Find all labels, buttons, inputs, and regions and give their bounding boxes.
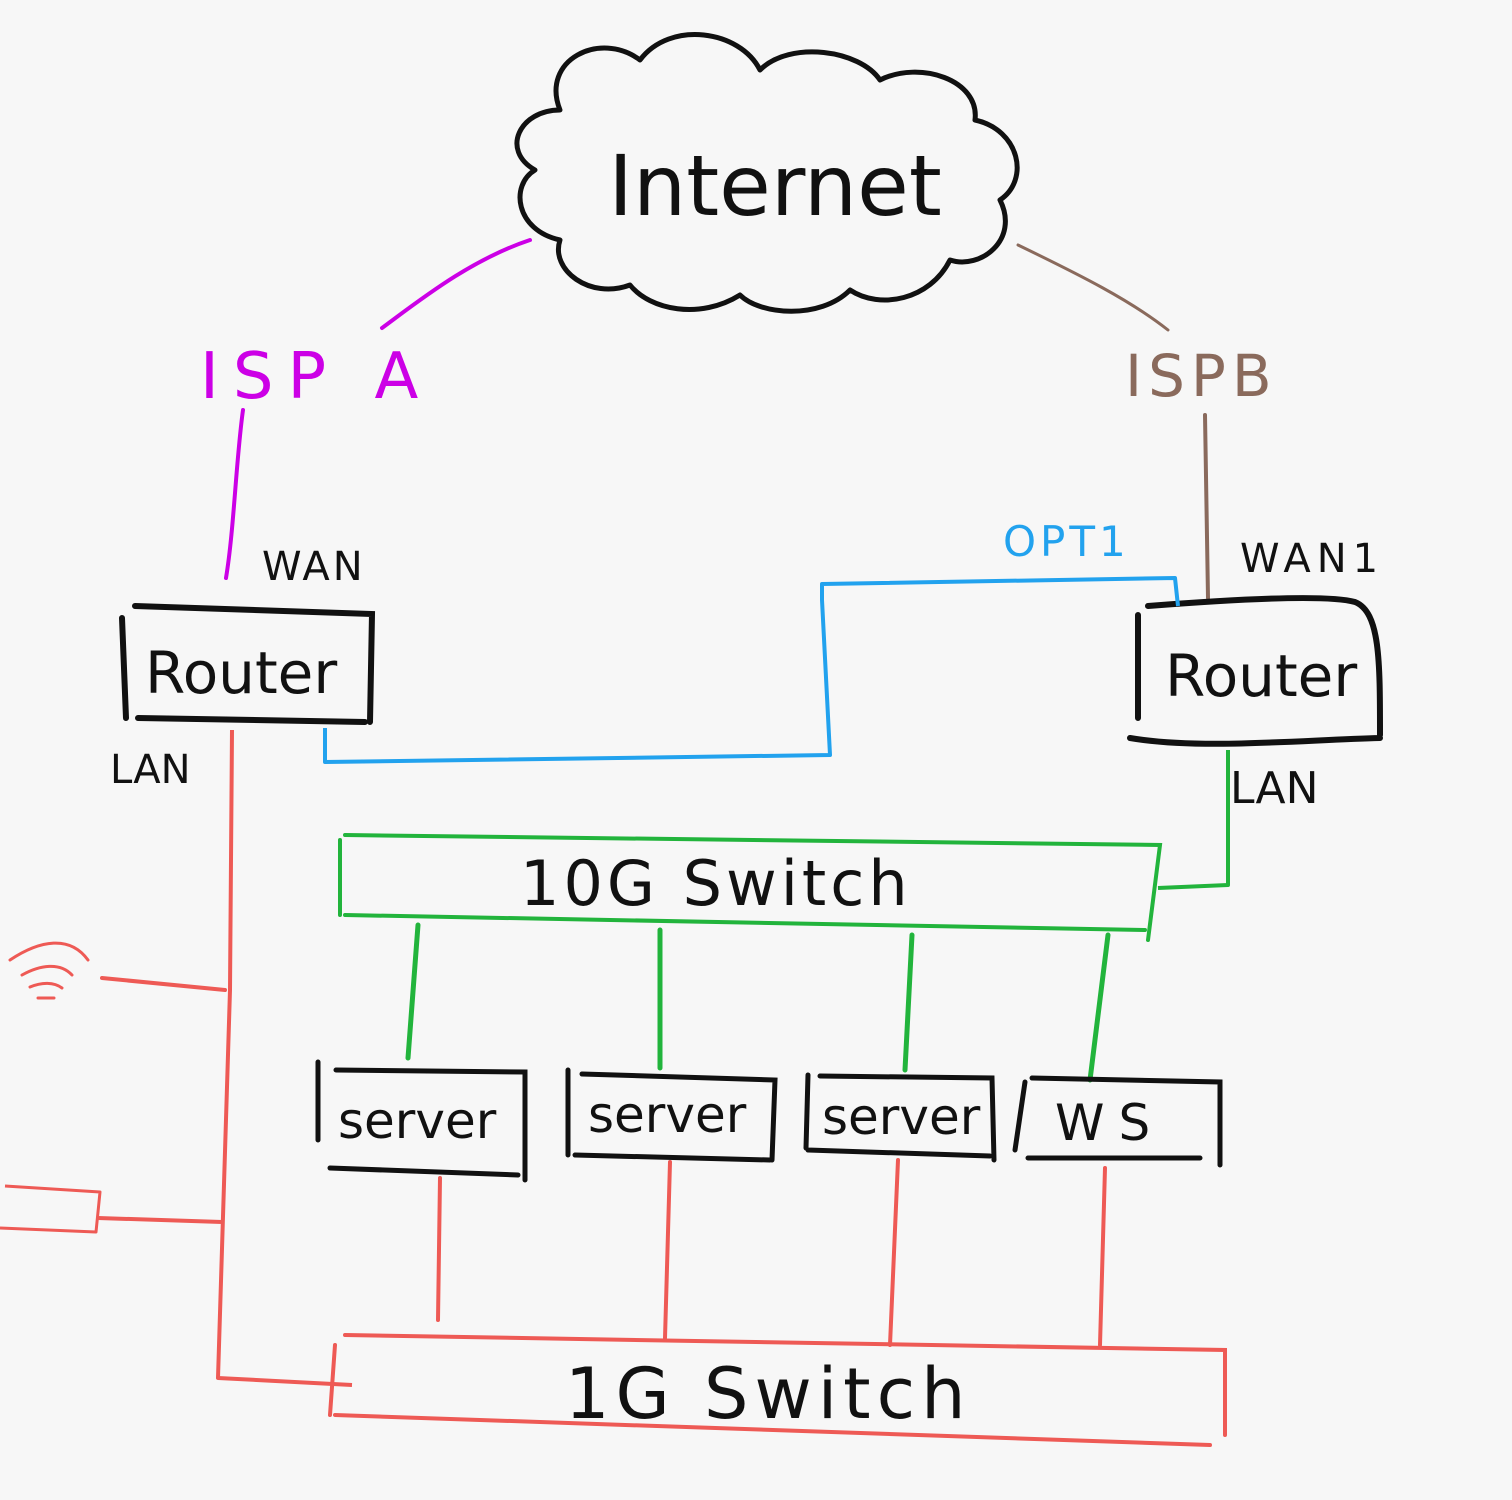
switch-10g-box <box>338 833 1163 942</box>
isp-b-lower-link <box>1203 413 1210 600</box>
router-left-box <box>119 603 376 725</box>
host-3-label: server <box>822 1088 981 1146</box>
router-right-wan-label: WAN1 <box>1240 536 1384 582</box>
router-right-lan-label: LAN <box>1230 763 1319 814</box>
switch-1g: 1G Switch <box>96 729 1227 1447</box>
device-icon <box>0 1184 102 1234</box>
wifi-icon <box>8 941 90 1000</box>
host-4-box <box>1012 1075 1223 1168</box>
switch-1g-box <box>328 1333 1227 1447</box>
router-right-opt-label: OPT1 <box>1003 517 1130 566</box>
host-4: WS <box>1012 1075 1223 1168</box>
router-left: Router WAN LAN <box>110 544 376 793</box>
switch-10g: 10G Switch <box>338 750 1230 1083</box>
isp-a-upper-link <box>380 238 532 330</box>
device-link <box>96 1216 224 1224</box>
isp-b-label: ISPB <box>1125 342 1278 410</box>
host-1-label: server <box>338 1092 497 1150</box>
switch-10g-host-links <box>405 922 1111 1083</box>
host-4-label: WS <box>1055 1094 1164 1152</box>
router-left-lan-link <box>216 729 353 1387</box>
cloud-outline <box>514 32 1020 314</box>
router-left-label: Router <box>145 639 337 707</box>
host-3-box <box>803 1072 997 1163</box>
host-2-label: server <box>588 1086 747 1144</box>
router-right: Router WAN1 OPT1 LAN <box>1003 517 1384 814</box>
isp-b: ISPB <box>1016 243 1278 600</box>
router-left-lan-label: LAN <box>110 747 191 793</box>
opt1-link <box>323 576 1180 764</box>
isp-a-label: ISP A <box>200 340 432 414</box>
switch-10g-uplink <box>1157 750 1230 890</box>
host-3: server <box>803 1072 997 1163</box>
switch-10g-label: 10G Switch <box>520 847 912 920</box>
host-2: server <box>565 1067 778 1163</box>
host-1: server <box>315 1059 528 1183</box>
router-right-box <box>1127 595 1383 747</box>
router-right-label: Router <box>1165 642 1357 710</box>
isp-a: ISP A <box>200 238 532 580</box>
isp-a-lower-link <box>224 408 245 580</box>
switch-1g-host-links <box>436 1158 1107 1347</box>
internet-cloud: Internet <box>514 32 1020 314</box>
switch-1g-label: 1G Switch <box>565 1353 971 1435</box>
cloud-label: Internet <box>608 137 942 235</box>
host-1-box <box>315 1059 528 1183</box>
host-2-box <box>565 1067 778 1163</box>
router-left-wan-label: WAN <box>262 544 366 590</box>
isp-b-upper-link <box>1016 243 1170 332</box>
wifi-link <box>100 976 227 992</box>
